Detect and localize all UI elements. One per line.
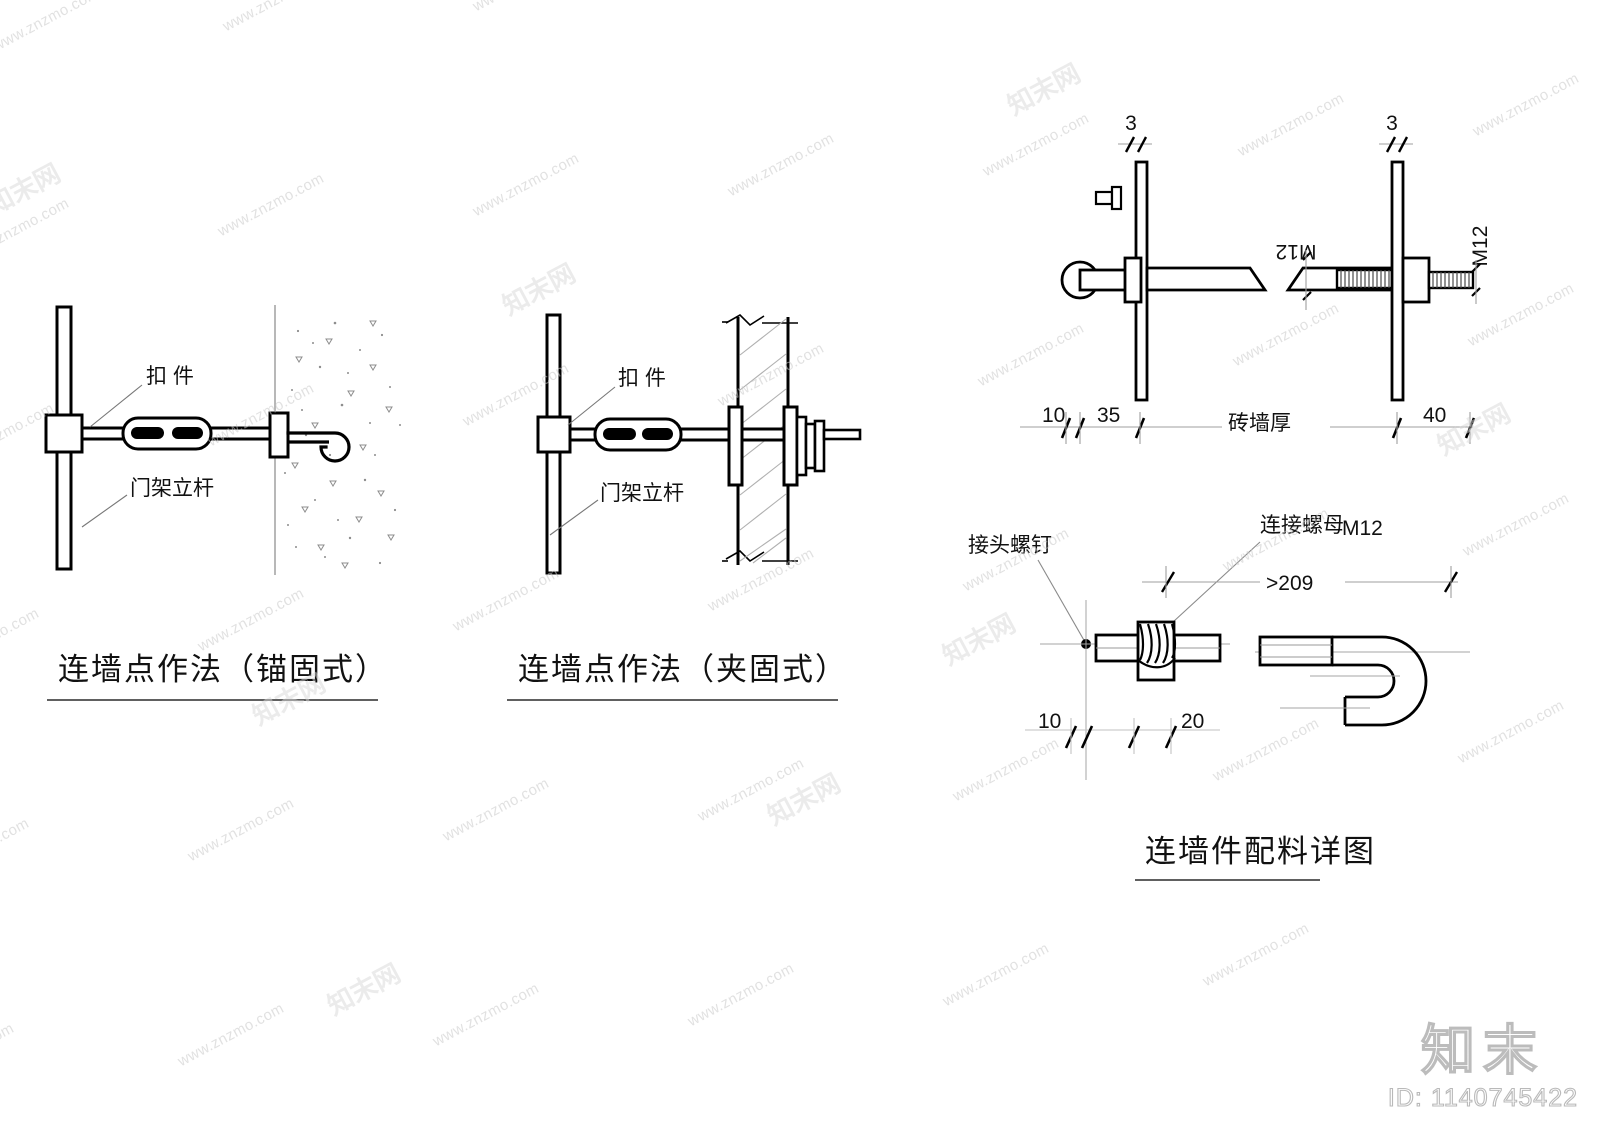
dim-tick-group-bottom-right [1127, 725, 1178, 749]
watermark-url: www.znzmo.com [0, 194, 72, 266]
dim-209: >209 [1266, 572, 1313, 595]
inner-bearing-plate [727, 405, 744, 487]
watermark-url: www.znzmo.com [1200, 919, 1312, 991]
label-fastener: 扣 件 [146, 365, 194, 388]
nut-thread-hatch [1137, 623, 1177, 669]
figure-anchor-type: 扣 件 门架立杆 连墙点作法（锚固式） [30, 295, 450, 725]
label-connecting-nut: 连接螺母 [1260, 514, 1344, 537]
small-screw-detail [1094, 185, 1123, 211]
dim-tick [1136, 136, 1148, 153]
watermark-url: www.znzmo.com [215, 169, 327, 241]
label-joint-screw: 接头螺钉 [968, 534, 1052, 557]
watermark-url: www.znzmo.com [470, 149, 582, 221]
concrete-hatch [284, 320, 401, 569]
leader-joint-screw [1037, 559, 1086, 643]
dim-tick-group-bottom-left [1064, 725, 1094, 749]
dim-40: 40 [1423, 404, 1446, 427]
leader-fastener [89, 384, 143, 428]
watermark-url: www.znzmo.com [685, 959, 797, 1031]
dim-plate-thickness-right: 3 [1386, 112, 1398, 135]
wall-break-bottom [725, 550, 765, 563]
bolt-tail [822, 428, 862, 441]
thread-tail-right [1427, 270, 1475, 290]
watermark-url: www.znzmo.com [695, 754, 807, 826]
dim-20-bottom: 20 [1181, 710, 1204, 733]
dim-plate-thickness-left: 3 [1125, 112, 1137, 135]
label-gate-frame-post: 门架立杆 [600, 482, 684, 505]
leader-post [549, 499, 599, 536]
turnbuckle-slot [603, 428, 673, 440]
dim-10-bottom: 10 [1038, 710, 1061, 733]
watermark-brand: 知末网 [762, 767, 846, 831]
figure-title-clamp: 连墙点作法（夹固式） [518, 652, 848, 687]
figure-wall-bolt-sections: 3 M12 [1000, 100, 1500, 470]
washer-1 [795, 415, 808, 477]
drawing-id-text: ID: 1140745422 [1387, 1083, 1578, 1112]
watermark-url: www.znzmo.com [0, 1019, 17, 1091]
watermark-url: www.znzmo.com [175, 999, 287, 1071]
turnbuckle [593, 417, 683, 452]
threaded-end [1258, 635, 1334, 667]
turnbuckle-slot [131, 427, 203, 439]
hook-bend-outer [1345, 635, 1428, 727]
watermark-url: www.znzmo.com [185, 794, 297, 866]
dim-bolt-spec-right: M12 [1469, 226, 1492, 267]
watermark-url: www.znzmo.com [470, 0, 582, 15]
wall-bearing-plate [268, 411, 290, 459]
watermark-url: www.znzmo.com [1460, 489, 1572, 561]
watermark-url: www.znzmo.com [0, 0, 102, 56]
watermark-url: www.znzmo.com [725, 129, 837, 201]
fastener-clamp [44, 413, 84, 454]
anchor-shank-left [1078, 268, 1132, 292]
dim-tick [1124, 136, 1136, 153]
dim-tick [1160, 571, 1176, 593]
dim-tick [1385, 136, 1397, 153]
figure-title-bill-of-material: 连墙件配料详图 [1145, 834, 1376, 869]
hook-bar [1258, 635, 1428, 727]
label-fastener: 扣 件 [618, 367, 666, 390]
watermark-url: www.znzmo.com [430, 979, 542, 1051]
leader-fastener [567, 386, 616, 426]
washer-2 [804, 422, 817, 470]
watermark-url: www.znzmo.com [0, 814, 32, 886]
watermark-brand: 知末网 [0, 157, 66, 221]
outer-bearing-plate [782, 405, 799, 487]
dim-35: 35 [1097, 404, 1120, 427]
label-connecting-nut-spec: M12 [1342, 517, 1383, 540]
rod-left-with-break [1145, 266, 1268, 292]
nut [813, 419, 826, 473]
label-gate-frame-post: 门架立杆 [130, 477, 214, 500]
figure-bill-of-material: 接头螺钉 连接螺母 M12 >209 [930, 480, 1470, 900]
fastener-clamp [536, 415, 572, 454]
hook-bend-inner [1345, 663, 1396, 699]
site-logo-block: 知末 ID: 1140745422 [1387, 1021, 1578, 1113]
steel-plate-right [1390, 160, 1405, 402]
watermark-url: www.znzmo.com [220, 0, 332, 35]
anchor-hook [286, 431, 351, 463]
nut-right [1401, 256, 1431, 304]
figure-title-anchor: 连墙点作法（锚固式） [58, 652, 388, 687]
dim-ticks-m12-left [1302, 251, 1312, 301]
nut-left [1123, 256, 1143, 304]
watermark-brand: 知末网 [322, 957, 406, 1021]
logo-text: 知末 [1420, 1021, 1545, 1081]
leader-post [81, 494, 128, 528]
watermark-url: www.znzmo.com [440, 774, 552, 846]
dim-10: 10 [1042, 404, 1065, 427]
watermark-url: www.znzmo.com [1455, 696, 1567, 768]
wall-break-top [725, 314, 765, 327]
dim-tick [1397, 136, 1409, 153]
label-wall-thickness: 砖墙厚 [1228, 412, 1291, 435]
watermark-url: www.znzmo.com [940, 939, 1052, 1011]
figure-clamp-type: 扣 件 门架立杆 连墙点作法（夹固式） [490, 295, 910, 725]
turnbuckle [121, 416, 213, 451]
